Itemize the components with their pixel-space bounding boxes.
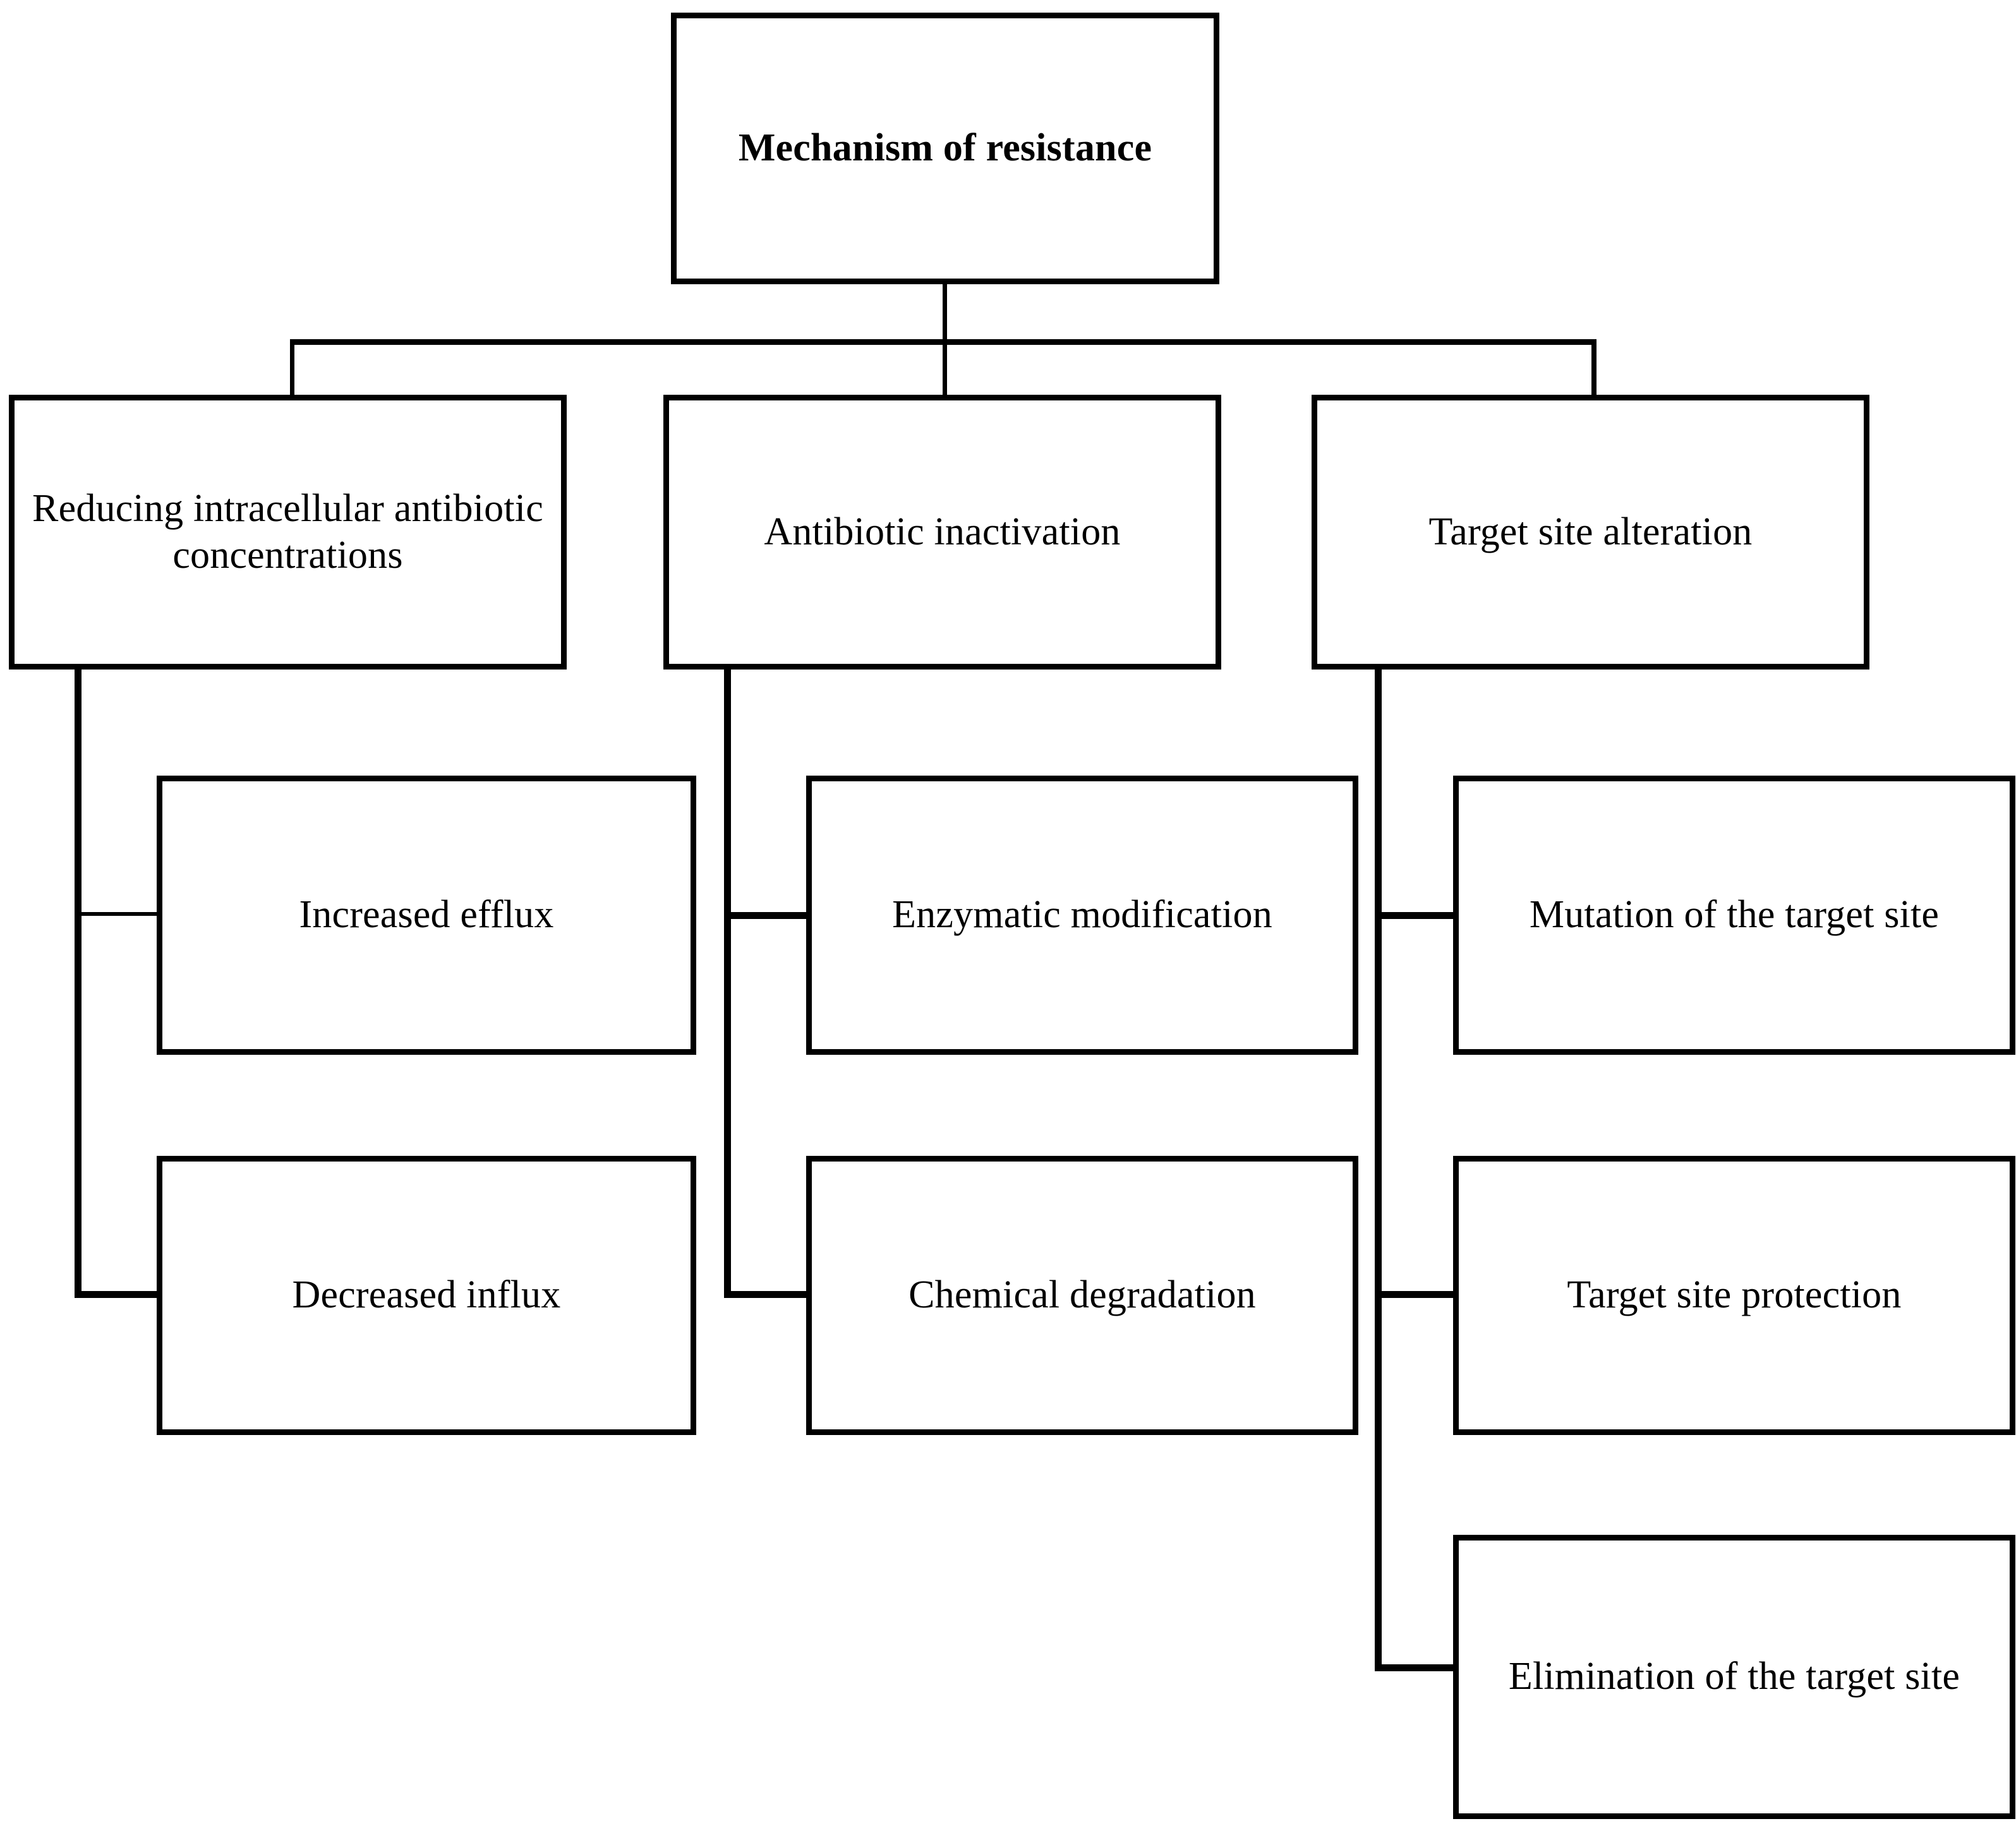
connector-branch1-spine — [75, 663, 81, 1298]
connector-root-stem — [943, 284, 947, 344]
connector-branch2-leaf2 — [724, 1291, 812, 1298]
node-leaf-mutation-of-the-target-site-label: Mutation of the target site — [1529, 893, 1940, 937]
connector-drop-branch-2 — [943, 339, 947, 399]
node-leaf-chemical-degradation[interactable]: Chemical degradation — [806, 1156, 1358, 1435]
node-branch-antibiotic-inactivation[interactable]: Antibiotic inactivation — [663, 395, 1221, 670]
connector-branch3-leaf1 — [1375, 912, 1458, 919]
node-branch-target-site-alteration[interactable]: Target site alteration — [1312, 395, 1869, 670]
node-branch-reducing-intracellular-antibiotic-concentrations[interactable]: Reducing intracellular antibiotic concen… — [9, 395, 567, 670]
connector-branch2-spine — [724, 663, 731, 1298]
node-leaf-increased-efflux[interactable]: Increased efflux — [157, 776, 696, 1055]
node-leaf-increased-efflux-label: Increased efflux — [299, 893, 554, 937]
node-root-label: Mechanism of resistance — [738, 126, 1152, 170]
node-leaf-chemical-degradation-label: Chemical degradation — [908, 1273, 1256, 1317]
node-branch-2-label: Antibiotic inactivation — [764, 510, 1121, 553]
node-leaf-elimination-of-the-target-site-label: Elimination of the target site — [1508, 1655, 1960, 1698]
node-leaf-elimination-of-the-target-site[interactable]: Elimination of the target site — [1453, 1535, 2015, 1819]
connector-branch3-leaf3 — [1375, 1664, 1458, 1671]
connector-branch1-leaf1 — [75, 912, 163, 916]
node-leaf-decreased-influx-label: Decreased influx — [292, 1273, 561, 1317]
node-branch-1-label: Reducing intracellular antibiotic concen… — [32, 487, 543, 577]
connector-branch3-leaf2 — [1375, 1291, 1458, 1298]
node-leaf-decreased-influx[interactable]: Decreased influx — [157, 1156, 696, 1435]
connector-branch1-leaf2 — [75, 1291, 163, 1298]
node-leaf-target-site-protection-label: Target site protection — [1567, 1273, 1902, 1317]
connector-branch3-spine — [1375, 663, 1382, 1671]
connector-branch2-leaf1 — [724, 912, 812, 919]
node-branch-3-label: Target site alteration — [1428, 510, 1753, 553]
node-leaf-mutation-of-the-target-site[interactable]: Mutation of the target site — [1453, 776, 2015, 1055]
node-leaf-enzymatic-modification[interactable]: Enzymatic modification — [806, 776, 1358, 1055]
node-root[interactable]: Mechanism of resistance — [671, 13, 1219, 284]
node-leaf-enzymatic-modification-label: Enzymatic modification — [892, 893, 1272, 937]
connector-drop-branch-1 — [290, 339, 294, 399]
node-leaf-target-site-protection[interactable]: Target site protection — [1453, 1156, 2015, 1435]
connector-drop-branch-3 — [1591, 339, 1597, 399]
